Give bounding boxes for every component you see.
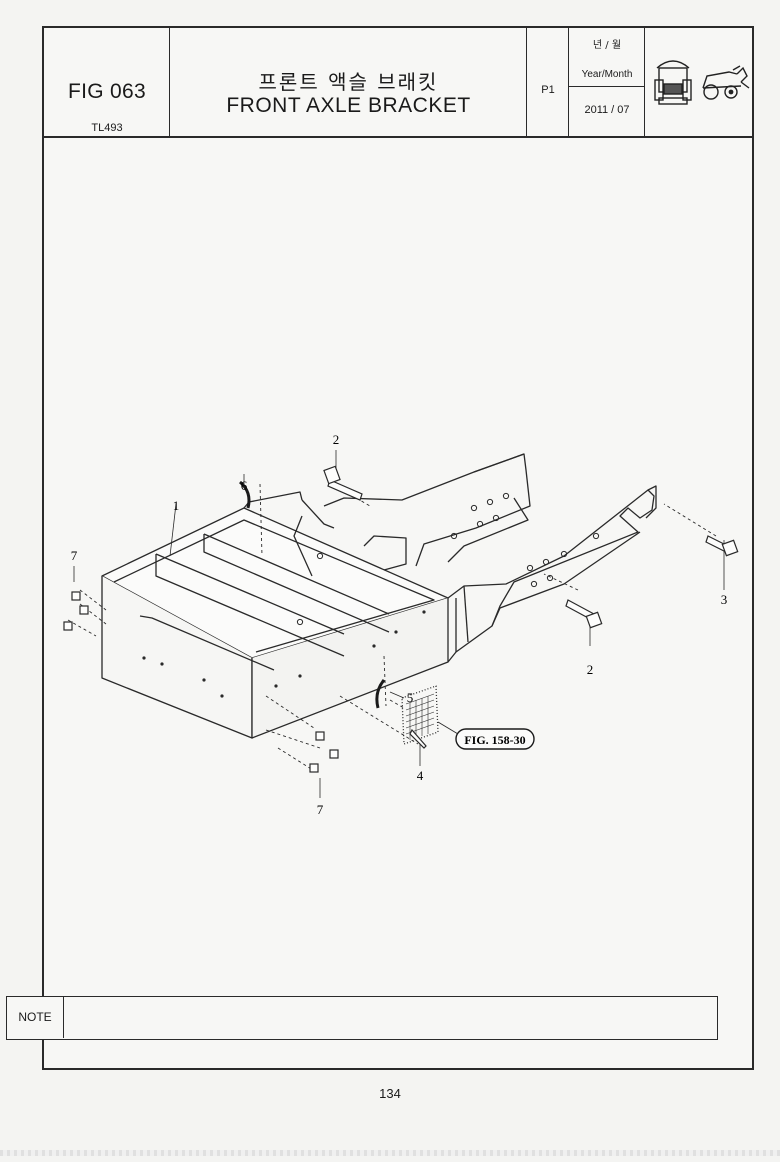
parts-sheet: FIG 063 TL493 프론트 액슬 브래킷 FRONT AXLE BRAC… — [42, 26, 754, 1070]
machine-icon-cell — [645, 28, 752, 136]
year-month-english: Year/Month — [581, 69, 633, 80]
callout-6: 6 — [241, 478, 248, 493]
model-code: TL493 — [91, 122, 123, 134]
callout-1: 1 — [173, 498, 180, 513]
callout-5: 5 — [407, 690, 414, 705]
figure-reference-label: FIG. 158-30 — [464, 733, 525, 747]
title-english: FRONT AXLE BRACKET — [226, 94, 471, 117]
title-cell: 프론트 액슬 브래킷 FRONT AXLE BRACKET — [170, 28, 527, 136]
page-number: 134 — [379, 1086, 401, 1101]
callout-3: 3 — [721, 592, 728, 607]
figure-reference-callout[interactable]: FIG. 158-30 — [437, 721, 535, 750]
callout-2-bottom: 2 — [587, 662, 594, 677]
exploded-parts-drawing: 2 6 1 7 3 2 5 4 7 FIG. 158-30 — [44, 136, 752, 1026]
figure-number: FIG 063 — [68, 80, 146, 103]
note-row: NOTE — [6, 996, 718, 1040]
callout-7-left: 7 — [71, 548, 78, 563]
figure-cell: FIG 063 TL493 — [44, 28, 170, 136]
callout-4: 4 — [417, 768, 424, 783]
scan-artifact — [0, 1150, 780, 1156]
loader-machine-icon — [654, 60, 750, 105]
note-label: NOTE — [7, 997, 64, 1038]
title-korean: 프론트 액슬 브래킷 — [258, 70, 439, 94]
date-cell: 년 / 월 Year/Month 2011 / 07 — [569, 28, 645, 136]
page-label: P1 — [541, 84, 555, 96]
front-axle-bracket-diagram: 2 6 1 7 3 2 5 4 7 FIG. 158-30 — [63, 432, 739, 817]
page-cell: P1 — [527, 28, 569, 136]
year-month-value: 2011 / 07 — [584, 104, 630, 116]
title-block: FIG 063 TL493 프론트 액슬 브래킷 FRONT AXLE BRAC… — [44, 28, 752, 138]
callout-2-top: 2 — [333, 432, 340, 447]
callout-7-bottom: 7 — [317, 802, 324, 817]
year-month-korean: 년 / 월 — [592, 40, 622, 51]
